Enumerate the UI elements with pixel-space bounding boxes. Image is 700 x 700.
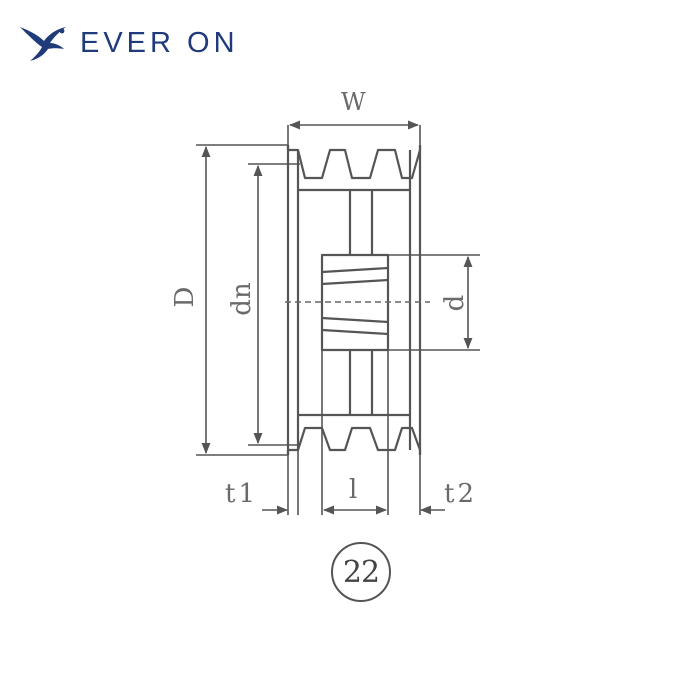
bird-icon <box>20 27 66 61</box>
label-right-offset: t2 <box>444 479 477 509</box>
label-bore-diameter: d <box>440 294 470 312</box>
bottom-rim <box>286 426 422 455</box>
label-hub-length: l <box>349 475 358 505</box>
top-rim <box>286 145 422 180</box>
pulley-outline <box>286 145 422 455</box>
brand-name: EVER ON <box>80 26 239 59</box>
brand-logo: EVER ON <box>18 18 288 68</box>
label-outer-diameter: D <box>170 286 200 308</box>
dimension-lines <box>196 120 480 515</box>
label-width: W <box>341 88 366 116</box>
label-left-offset: t1 <box>225 479 258 509</box>
figure-number-badge: 22 <box>331 542 391 602</box>
label-pitch-diameter: dn <box>227 282 257 316</box>
